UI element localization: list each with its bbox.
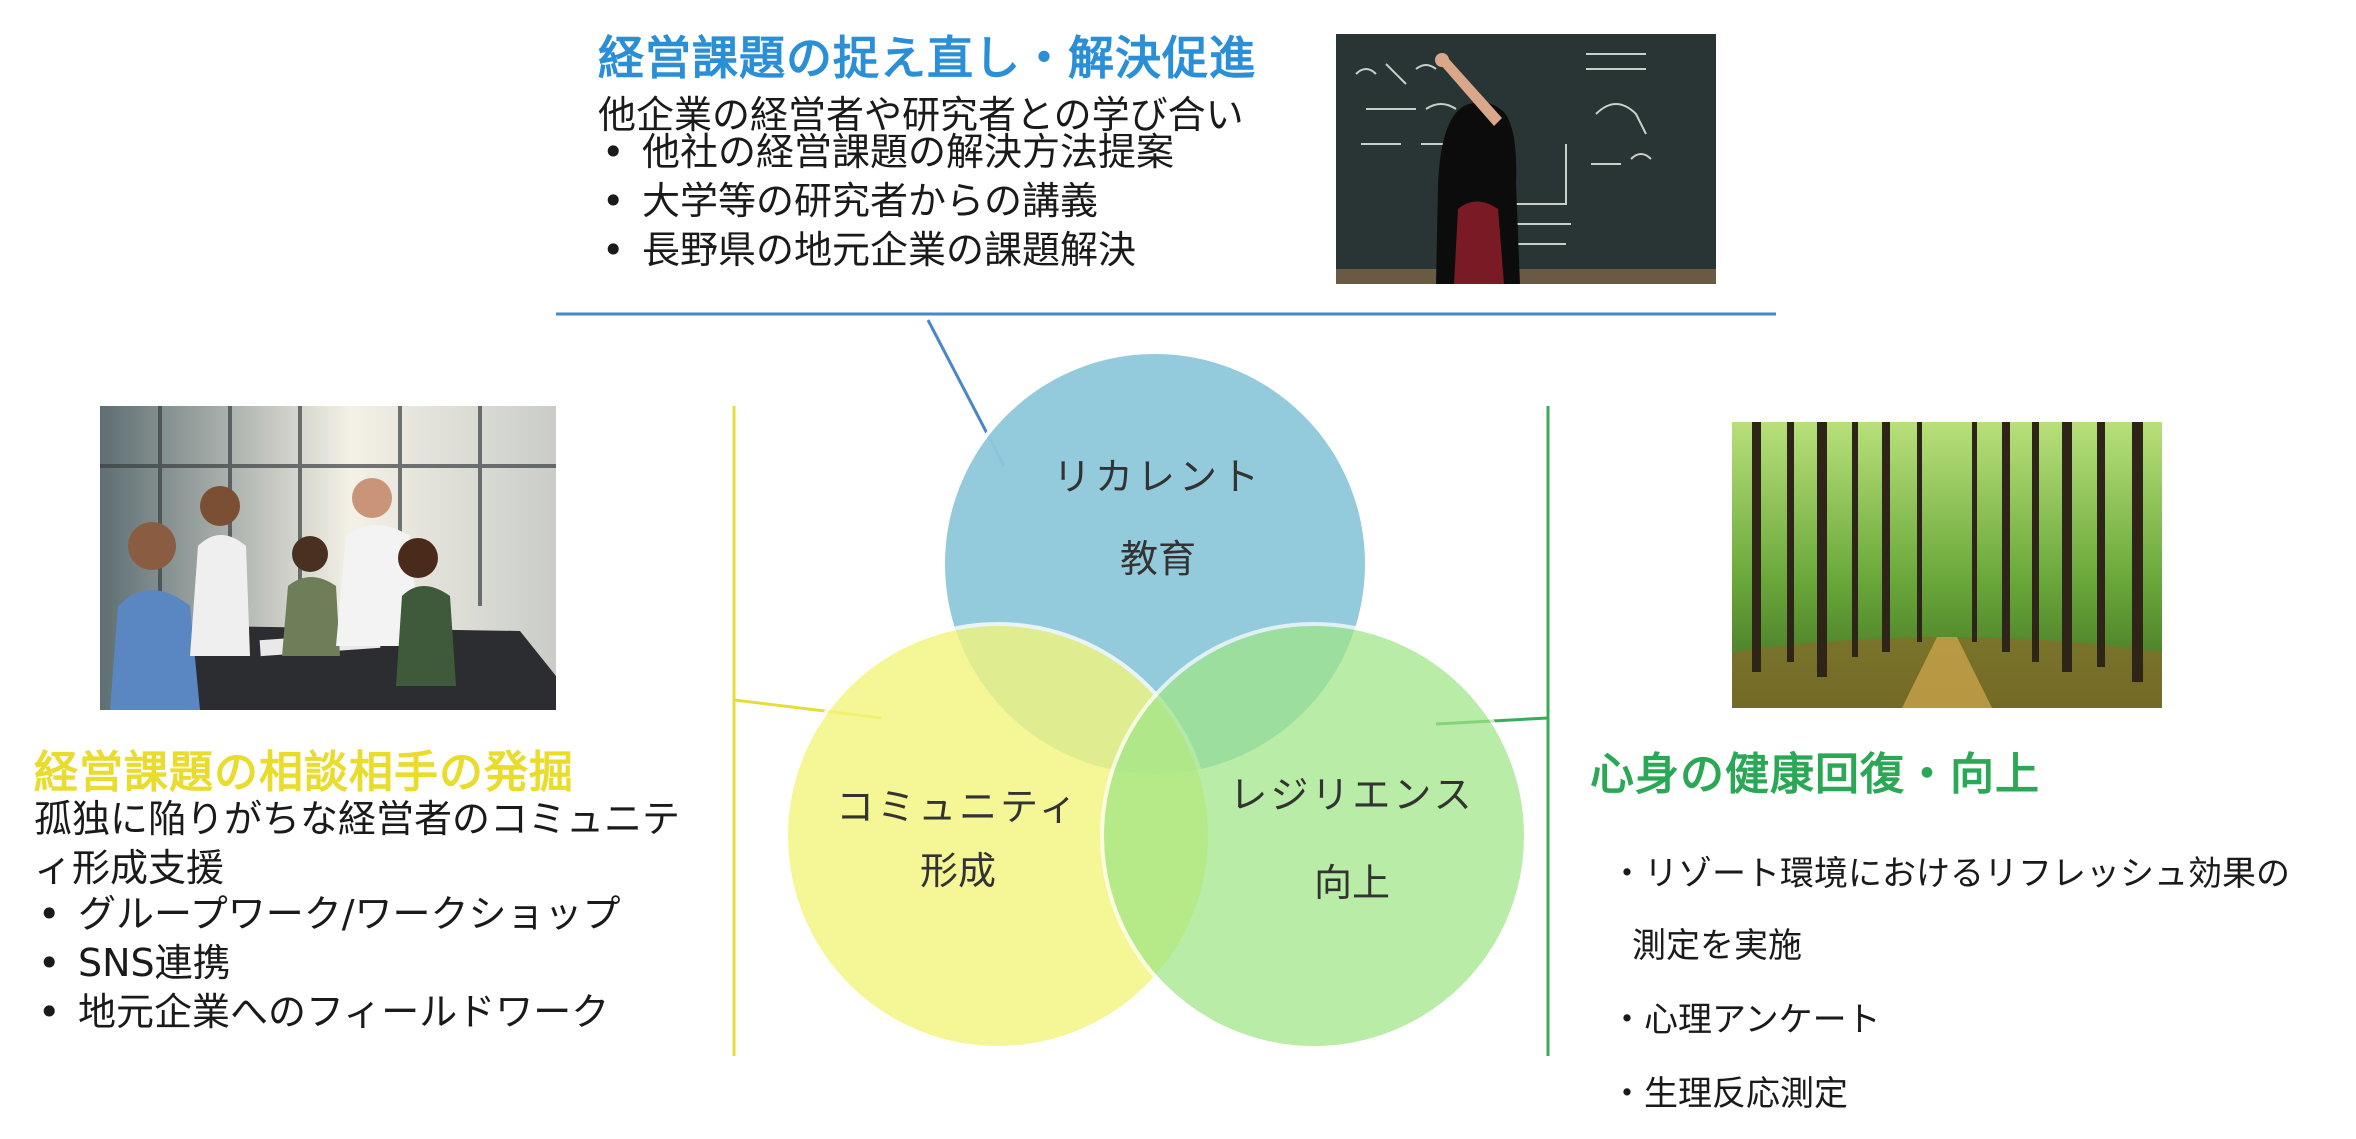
recurrent-bullet-list: 他社の経営課題の解決方法提案 大学等の研究者からの講義 長野県の地元企業の課題解… bbox=[598, 128, 1174, 275]
list-item: ・心理アンケート bbox=[1610, 1000, 1881, 1040]
list-item: 長野県の地元企業の課題解決 bbox=[598, 226, 1174, 275]
venn-diagram: リカレント 教育 コミュニティ 形成 レジリエンス 向上 bbox=[784, 350, 1528, 1050]
recurrent-section-title: 経営課題の捉え直し・解決促進 bbox=[598, 31, 1256, 85]
list-item: 地元企業へのフィールドワーク bbox=[34, 988, 621, 1037]
list-item: ・生理反応測定 bbox=[1610, 1074, 1848, 1114]
community-section-title: 経営課題の相談相手の発掘 bbox=[34, 747, 574, 798]
venn-label-recurrent-2: 教育 bbox=[1120, 537, 1196, 581]
list-item: SNS連携 bbox=[34, 939, 621, 988]
venn-label-community-2: 形成 bbox=[920, 849, 996, 893]
list-item: 大学等の研究者からの講義 bbox=[598, 177, 1174, 226]
venn-label-resilience-1: レジリエンス bbox=[1229, 773, 1474, 817]
venn-label-resilience-2: 向上 bbox=[1314, 861, 1390, 905]
venn-label-community-1: コミュニティ bbox=[836, 785, 1080, 829]
chalkboard-photo bbox=[1336, 34, 1716, 284]
meeting-photo bbox=[100, 406, 556, 710]
community-bullet-list: グループワーク/ワークショップ SNS連携 地元企業へのフィールドワーク bbox=[34, 890, 621, 1037]
list-item: 他社の経営課題の解決方法提案 bbox=[598, 128, 1174, 177]
list-item: 測定を実施 bbox=[1632, 926, 1802, 966]
resilience-section-title: 心身の健康回復・向上 bbox=[1590, 749, 2040, 800]
community-section-subtitle: 孤独に陥りがちな経営者のコミュニティ形成支援 bbox=[34, 797, 681, 890]
venn-label-recurrent-1: リカレント bbox=[1053, 455, 1263, 499]
list-item: ・リゾート環境におけるリフレッシュ効果の bbox=[1610, 854, 2290, 894]
list-item: グループワーク/ワークショップ bbox=[34, 890, 621, 939]
venn-circle-resilience bbox=[1100, 622, 1528, 1050]
forest-photo bbox=[1732, 422, 2162, 708]
